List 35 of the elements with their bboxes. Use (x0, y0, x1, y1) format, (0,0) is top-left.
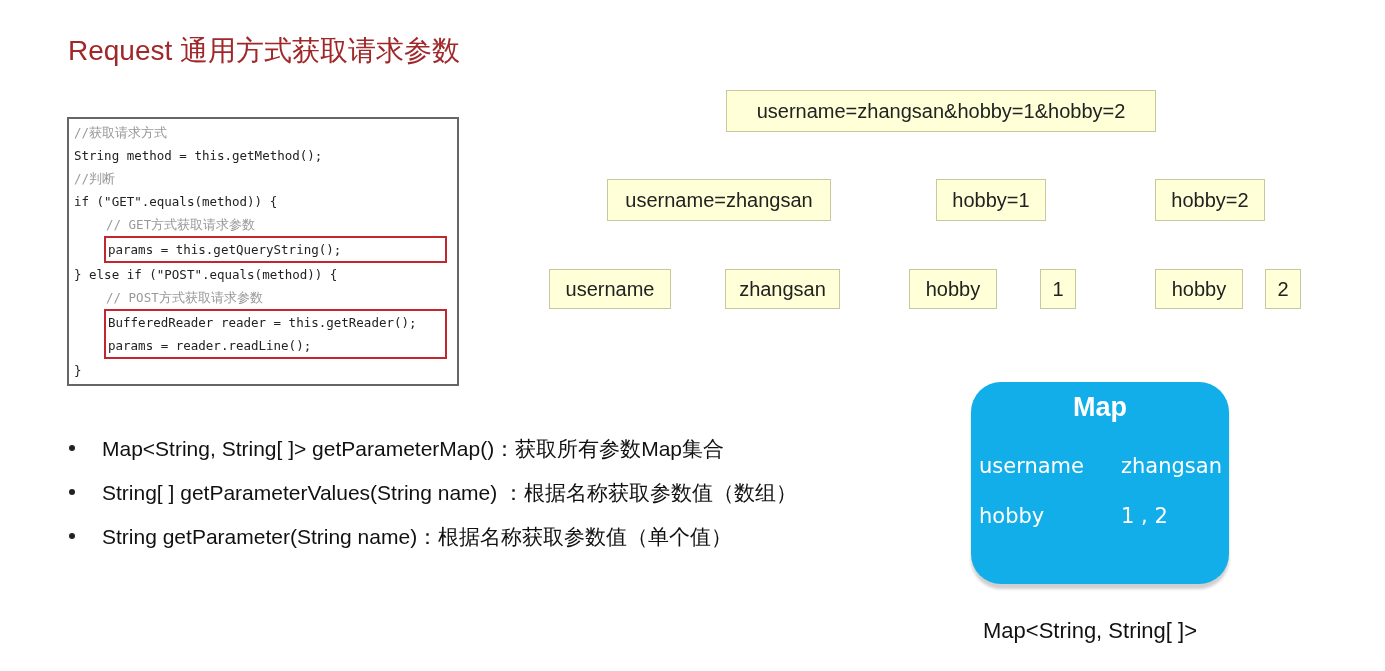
code-line: } else if ("POST".equals(method)) { (74, 266, 338, 284)
code-comment: // POST方式获取请求参数 (106, 289, 263, 307)
method-description: Map<String, String[ ]> getParameterMap()：获取所有参数Map集合 (102, 436, 725, 462)
code-line: BufferedReader reader = this.getReader(); (108, 314, 417, 332)
parameter-box: hobby (909, 269, 997, 309)
code-comment: //判断 (74, 170, 116, 188)
parameter-box: 2 (1265, 269, 1301, 309)
code-line: params = this.getQueryString(); (108, 241, 342, 259)
code-comment: // GET方式获取请求参数 (106, 216, 256, 234)
map-value: 1 , 2 (1121, 504, 1168, 528)
parameter-box: zhangsan (725, 269, 840, 309)
code-box (67, 117, 459, 386)
code-line: params = reader.readLine(); (108, 337, 312, 355)
method-description: String getParameter(String name)：根据名称获取参数值（单个值） (102, 524, 733, 550)
parameter-box: username=zhangsan&hobby=1&hobby=2 (726, 90, 1156, 132)
parameter-box: username=zhangsan (607, 179, 831, 221)
method-description: String[ ] getParameterValues(String name) ：根据名称获取参数值（数组） (102, 480, 798, 506)
code-line: } (74, 362, 82, 380)
parameter-box: hobby (1155, 269, 1243, 309)
map-heading: Map (1072, 392, 1128, 423)
map-card (971, 382, 1229, 584)
slide-title: Request 通用方式获取请求参数 (68, 34, 461, 68)
parameter-box: hobby=2 (1155, 179, 1265, 221)
code-line: String method = this.getMethod(); (74, 147, 323, 165)
code-comment: //获取请求方式 (74, 124, 168, 142)
highlight-box (104, 236, 447, 263)
parameter-box: hobby=1 (936, 179, 1046, 221)
highlight-box (104, 309, 447, 359)
parameter-box: username (549, 269, 671, 309)
map-caption: Map<String, String[ ]> (983, 618, 1197, 644)
map-key: hobby (979, 504, 1045, 528)
map-value: zhangsan (1121, 454, 1222, 478)
parameter-box: 1 (1040, 269, 1076, 309)
map-key: username (979, 454, 1084, 478)
code-line: if ("GET".equals(method)) { (74, 193, 278, 211)
